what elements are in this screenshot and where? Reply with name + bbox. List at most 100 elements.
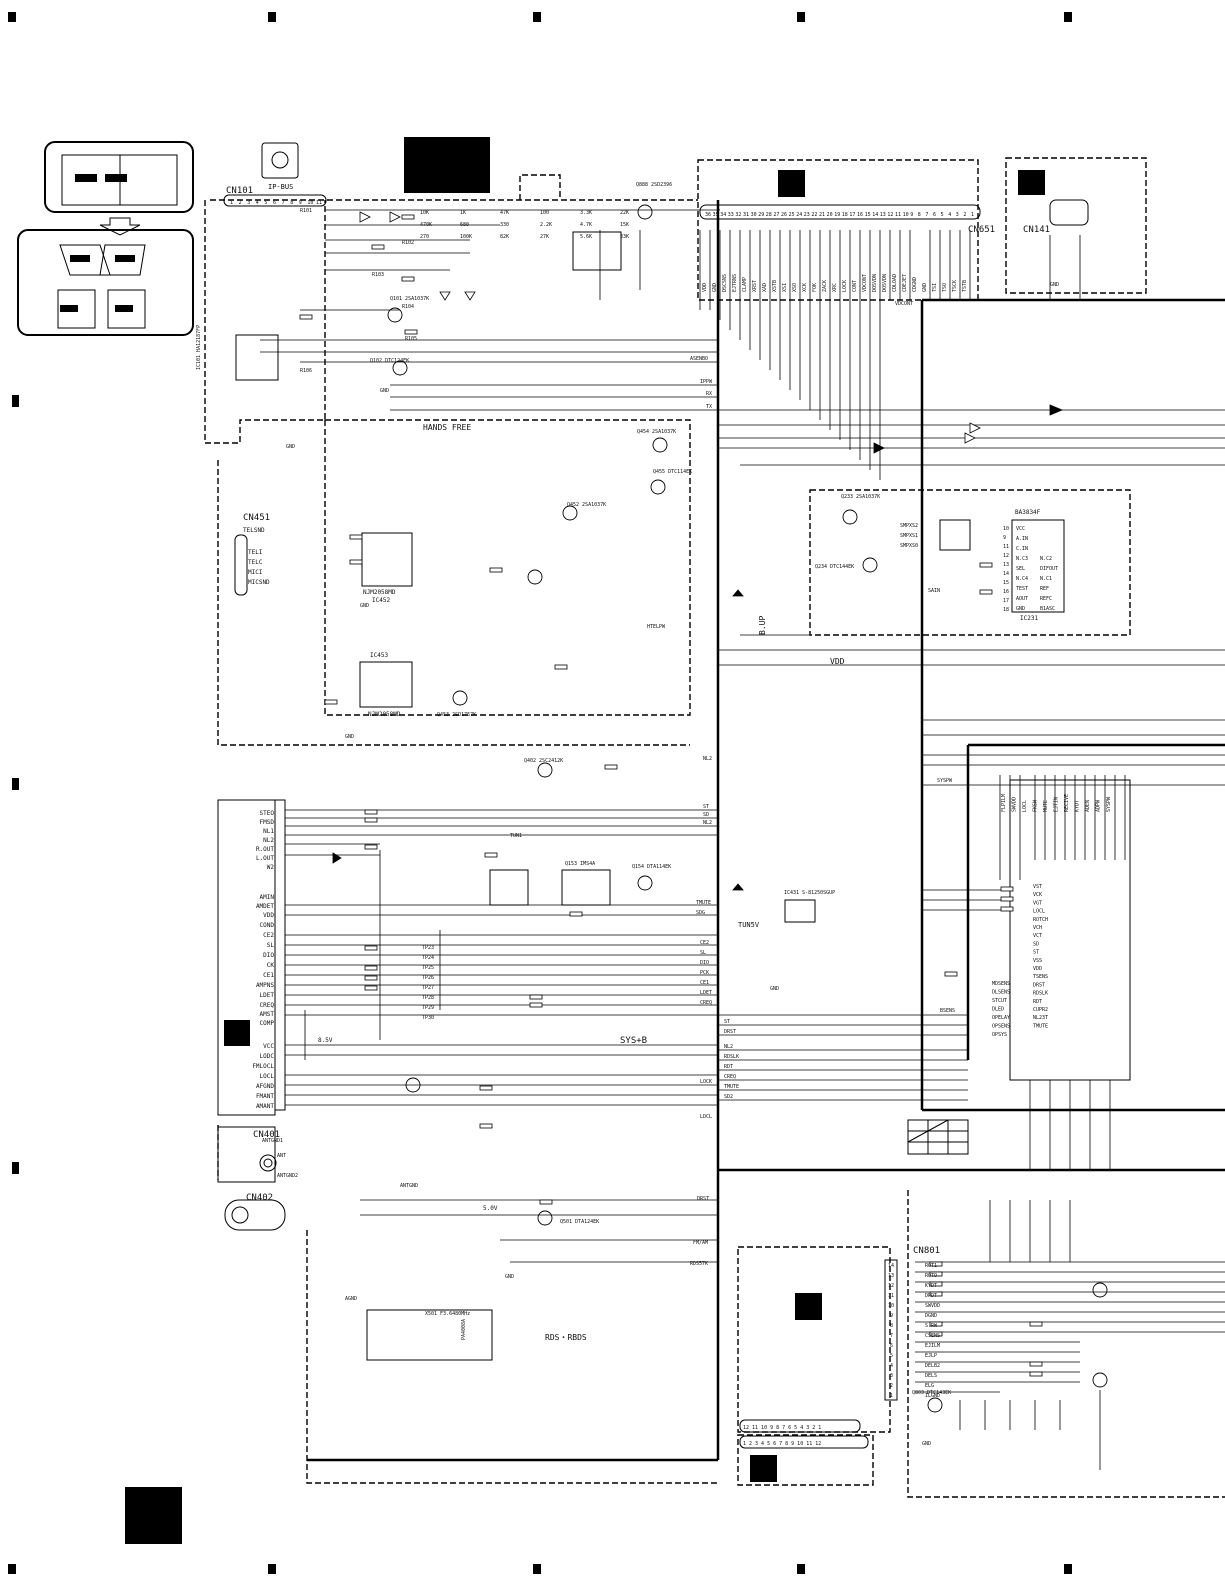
ba-pin-test: TEST bbox=[1016, 586, 1028, 592]
cn801-pin-1: 1 bbox=[890, 1393, 893, 1399]
cn801-header-left-pins: 1 2 3 4 5 6 7 8 9 10 11 12 bbox=[743, 1441, 821, 1447]
block-outlines bbox=[204, 157, 1225, 1498]
transistor-labels: Q101 2SA1037K Q102 DTC124EK Q233 2SA1037… bbox=[370, 182, 951, 1396]
cn651-pin-number: 9 bbox=[910, 212, 913, 218]
bus-sd: SD bbox=[703, 812, 709, 818]
cn651-signal-name: XRC bbox=[832, 283, 838, 292]
test-point-label: TP25 bbox=[422, 965, 434, 971]
bus-ldet: LDET bbox=[700, 990, 712, 996]
cn651-pin-number: 12 bbox=[887, 212, 893, 218]
page-locator bbox=[17, 141, 194, 336]
cn651-pin-number: 26 bbox=[781, 212, 787, 218]
ic453-body bbox=[359, 661, 413, 708]
cn651-signal-name: XSO bbox=[792, 283, 798, 292]
bus-sdg: SDG bbox=[696, 910, 705, 916]
cn651-signal-name: VDD bbox=[702, 283, 708, 292]
cn651-signal-name: TSTB bbox=[962, 280, 968, 292]
cn651-signal-name: XCK bbox=[802, 283, 808, 292]
component-value: 2.2K bbox=[540, 222, 552, 228]
cn101-pin-number: 2 bbox=[239, 200, 242, 206]
cn451-body bbox=[234, 534, 248, 596]
bus-ldcl: LDCL bbox=[700, 1114, 712, 1120]
q454-label: Q454 2SA1037K bbox=[637, 429, 676, 435]
q153-body bbox=[561, 869, 611, 906]
cn651-signal-name: XSI bbox=[782, 283, 788, 292]
tuner-pin-10: VDD bbox=[263, 912, 274, 919]
component-value: 27K bbox=[540, 234, 549, 240]
ba-pin-cin: C.IN bbox=[1016, 546, 1028, 552]
cn651-signal-name: XSTB bbox=[772, 280, 778, 292]
mcu-pin-label: DRST bbox=[1033, 982, 1045, 988]
resistor-ref: R102 bbox=[402, 240, 414, 246]
ba-pin-ref: REF bbox=[1040, 586, 1049, 592]
ba-pin-difout: DIFOUT bbox=[1040, 566, 1058, 572]
bus-syspw: SYSPW bbox=[937, 778, 953, 784]
cn801-pin-8: 8 bbox=[890, 1323, 893, 1329]
cn101-pin-number: 8 bbox=[290, 200, 293, 206]
registration-marks bbox=[8, 12, 1072, 1574]
mcu-top-pin-label: KYDT bbox=[1075, 800, 1081, 812]
component-value: 10K bbox=[420, 210, 429, 216]
cn651-pin-number: 1 bbox=[971, 212, 974, 218]
ic231-pin-number: 10 bbox=[1003, 526, 1009, 532]
ip-bus-jack bbox=[261, 142, 299, 179]
cn651-pin-number: 5 bbox=[941, 212, 944, 218]
tuner-pin-2: FMSD bbox=[260, 819, 275, 826]
vdd-title: VDD bbox=[830, 657, 845, 666]
cn101-pin-number: 10 bbox=[307, 200, 313, 206]
q233-label: Q233 2SA1037K bbox=[841, 494, 880, 500]
cn651-pin-number: 3 bbox=[956, 212, 959, 218]
cn651-signal-name: GND bbox=[922, 283, 928, 292]
component-value: 22K bbox=[620, 210, 629, 216]
mcu-top-pin-label: ADEN bbox=[1085, 800, 1091, 812]
bus-sl: SL bbox=[700, 950, 706, 956]
voltage-8-5v: 8.5V bbox=[318, 1037, 333, 1044]
test-point-label: TP29 bbox=[422, 1005, 434, 1011]
ic452-label: IC452 bbox=[372, 597, 390, 604]
cn651-signal-name: FOK bbox=[812, 283, 818, 292]
ba-pin-sel: SEL bbox=[1016, 566, 1025, 572]
tuner-pin-20: AMST bbox=[260, 1011, 275, 1018]
resistor-ref: R103 bbox=[372, 272, 384, 278]
tun5v-title: TUN5V bbox=[738, 921, 760, 929]
component-value: 82K bbox=[500, 234, 509, 240]
ba-pin-aout: AOUT bbox=[1016, 596, 1028, 602]
q402-label: Q402 2SC2412K bbox=[524, 758, 563, 764]
cn451-telc: TELC bbox=[248, 559, 263, 566]
ba-pin-b1asc: B1ASC bbox=[1040, 606, 1055, 612]
bus-nl2-a: NL2 bbox=[703, 756, 712, 762]
tuner-pin-12: CE2 bbox=[263, 932, 274, 939]
component-value: 1K bbox=[460, 210, 466, 216]
bus-rdt: RDT bbox=[724, 1064, 733, 1070]
component-value: 100 bbox=[540, 210, 549, 216]
tuner-pin-18: LDET bbox=[260, 992, 275, 999]
cn651-pin-number: 14 bbox=[872, 212, 878, 218]
cn651-pin-number: 4 bbox=[948, 212, 951, 218]
bus-st: ST bbox=[703, 804, 709, 810]
connector-bodies bbox=[217, 142, 1089, 1449]
cn801-pin-6: 6 bbox=[890, 1343, 893, 1349]
mcu-pin-label: RDT bbox=[1033, 999, 1042, 1005]
tuner-pin-14: DIO bbox=[263, 952, 274, 959]
ic101-body bbox=[235, 334, 279, 381]
mcu-pin-label: TMUTE bbox=[1033, 1023, 1048, 1029]
rds-rbds-title: RDS・RBDS bbox=[545, 1333, 587, 1342]
bus-rx: RX bbox=[706, 391, 712, 397]
tuner-pin-23: LODC bbox=[260, 1053, 275, 1060]
cn651-signal-name: CONT bbox=[852, 280, 858, 292]
cn801-pin-14: 14 bbox=[888, 1263, 894, 1269]
cn801-sig-8: S.RW bbox=[925, 1323, 938, 1329]
cn651-signal-name: EJTRNS bbox=[732, 274, 738, 292]
cn651-label: CN651 bbox=[968, 225, 995, 235]
mcu-pin-label: NL23T bbox=[1033, 1015, 1048, 1021]
mcu-pin-label: VCT bbox=[1033, 933, 1042, 939]
cn451-micsnd: MICSND bbox=[248, 579, 270, 586]
antgnd-label: ANTGND bbox=[400, 1183, 418, 1189]
cn651-signal-name: TSCK bbox=[952, 280, 958, 292]
cn801-sig-1: ILGND bbox=[925, 1393, 940, 1399]
cn651-pin-number: 19 bbox=[834, 212, 840, 218]
section-markers bbox=[125, 137, 1045, 1544]
cn651-signal-name: CDLOAD bbox=[892, 274, 898, 292]
q888-label: Q888 2SD2396 bbox=[636, 182, 672, 188]
